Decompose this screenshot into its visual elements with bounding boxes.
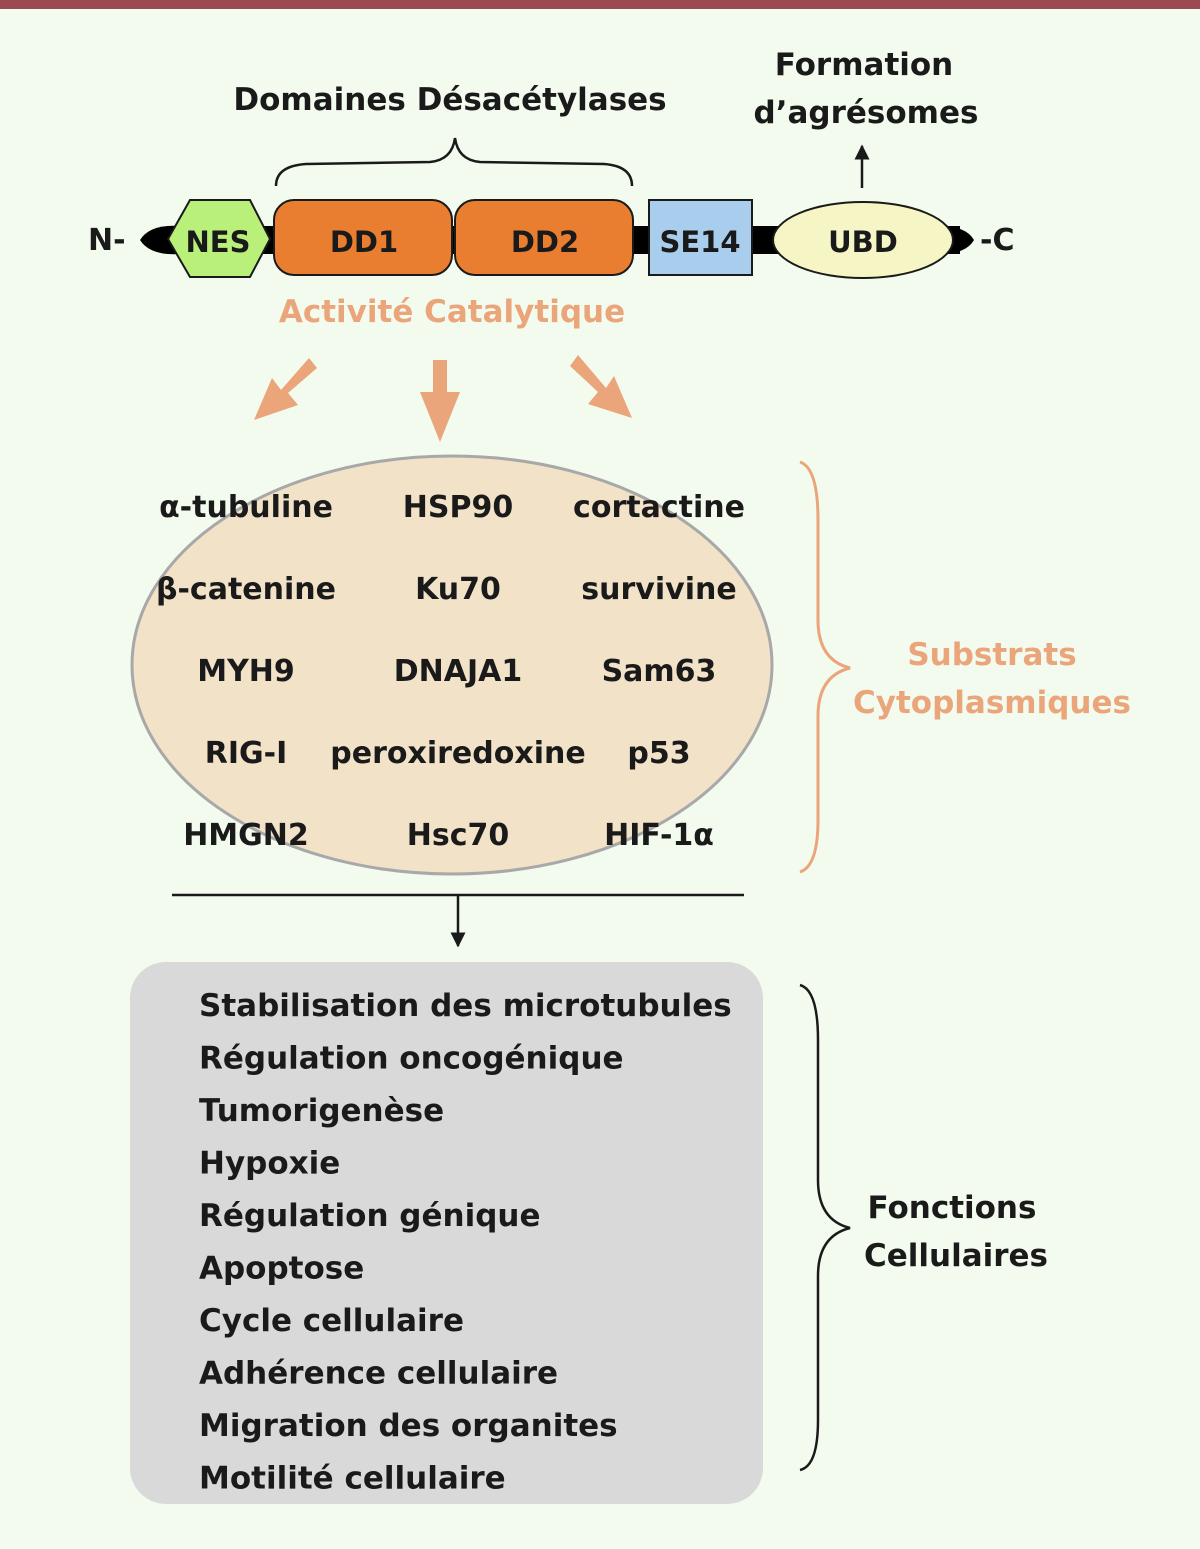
catalytic-activity-label: Activité Catalytique — [279, 294, 625, 330]
function-item: Hypoxie — [199, 1146, 340, 1182]
substrate-item: p53 — [627, 736, 690, 771]
nes-domain — [166, 199, 272, 278]
substrate-item: Sam63 — [602, 654, 717, 689]
function-item: Motilité cellulaire — [199, 1461, 506, 1497]
function-item: Adhérence cellulaire — [199, 1356, 558, 1392]
nes-label: NES — [186, 225, 251, 259]
substrate-item: α-tubuline — [159, 490, 333, 525]
substrate-label-line1: Substrats — [907, 637, 1076, 673]
substrate-item: survivine — [581, 572, 736, 607]
n-terminus: N- — [88, 223, 126, 258]
functions-brace — [799, 983, 851, 1472]
substrate-grid: α-tubuline HSP90 cortactine β-catenine Ku70 s… — [156, 490, 745, 853]
deacetylase-label: Domaines Désacétylases — [233, 82, 666, 118]
arrow-middle — [420, 360, 460, 442]
function-item: Apoptose — [199, 1251, 364, 1287]
substrate-item: HSP90 — [403, 490, 513, 525]
function-item: Régulation oncogénique — [199, 1041, 624, 1077]
substrate-item: DNAJA1 — [394, 654, 522, 689]
dd2-domain — [454, 199, 634, 276]
substrate-item: RIG-I — [205, 736, 288, 771]
catalytic-arrows — [254, 355, 632, 442]
dd1-label: DD1 — [330, 225, 398, 259]
substrate-item: Hsc70 — [407, 818, 510, 853]
aggresome-label-line1: Formation — [775, 47, 954, 83]
se14-label: SE14 — [659, 225, 740, 259]
substrate-brace — [799, 460, 851, 874]
substrate-item: peroxiredoxine — [330, 736, 585, 771]
ubd-label: UBD — [828, 225, 898, 259]
aggresome-label-line2: d’agrésomes — [754, 95, 979, 131]
arrow-right — [570, 355, 632, 418]
functions-list: Stabilisation des microtubulesRégulation… — [199, 988, 732, 1497]
functions-label-line1: Fonctions — [868, 1190, 1037, 1226]
function-item: Stabilisation des microtubules — [199, 988, 732, 1024]
substrate-ellipse — [130, 454, 774, 876]
substrate-item: cortactine — [573, 490, 745, 525]
function-item: Migration des organites — [199, 1408, 618, 1444]
se14-domain — [648, 199, 753, 276]
substrate-label-line2: Cytoplasmiques — [853, 685, 1131, 721]
dd1-domain — [273, 199, 453, 276]
substrate-item: β-catenine — [156, 572, 336, 607]
function-item: Cycle cellulaire — [199, 1303, 464, 1339]
substrate-item: MYH9 — [197, 654, 295, 689]
top-bar — [0, 0, 1200, 9]
function-item: Régulation génique — [199, 1198, 541, 1234]
substrate-item: Ku70 — [415, 572, 501, 607]
functions-box — [130, 962, 763, 1504]
c-terminus: -C — [980, 223, 1014, 258]
dd2-label: DD2 — [511, 225, 579, 259]
function-item: Tumorigenèse — [199, 1093, 444, 1129]
arrow-left — [254, 358, 317, 420]
substrate-item: HMGN2 — [183, 818, 309, 853]
deacetylase-brace — [274, 137, 634, 187]
functions-label-line2: Cellulaires — [864, 1238, 1048, 1274]
substrate-item: HIF-1α — [604, 818, 714, 853]
ubd-domain — [772, 201, 954, 279]
